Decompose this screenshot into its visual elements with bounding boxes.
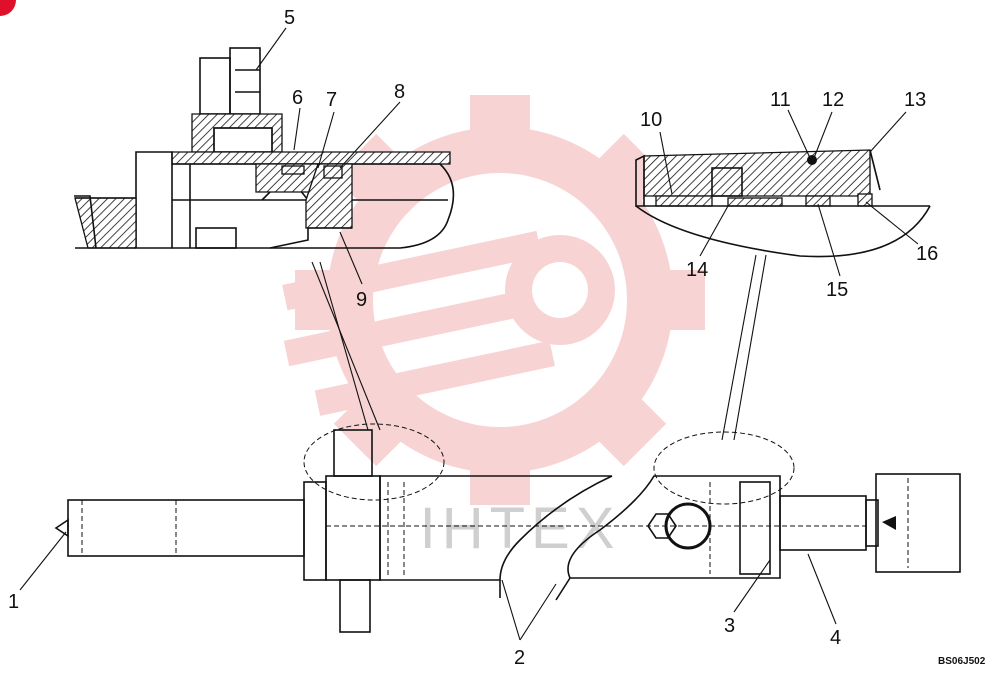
callout-2: 2	[514, 647, 525, 669]
callout-12: 12	[822, 89, 844, 111]
detail-rod-guide	[74, 47, 455, 249]
callout-14: 14	[686, 259, 708, 281]
callout-4: 4	[830, 627, 841, 649]
corner-badge	[0, 0, 16, 16]
callout-7: 7	[326, 89, 337, 111]
callout-10: 10	[640, 109, 662, 131]
callout-3: 3	[724, 615, 735, 637]
main-cylinder	[54, 429, 961, 633]
callout-5: 5	[284, 7, 295, 29]
callout-13: 13	[904, 89, 926, 111]
drawing-code: BS06J502	[938, 656, 986, 667]
watermark-text: IHTEX	[420, 496, 621, 561]
detail-piston	[635, 149, 931, 258]
callout-1: 1	[8, 591, 19, 613]
callout-16: 16	[916, 243, 938, 265]
callout-labels: 1 2 3 4 5 6 7 8 9 10 11 12 13 14 15 16	[8, 7, 938, 669]
callout-15: 15	[826, 279, 848, 301]
leader-lines	[19, 27, 919, 641]
callout-11: 11	[770, 89, 791, 111]
callout-6: 6	[292, 87, 303, 109]
callout-8: 8	[394, 81, 405, 103]
callout-9: 9	[356, 289, 367, 311]
